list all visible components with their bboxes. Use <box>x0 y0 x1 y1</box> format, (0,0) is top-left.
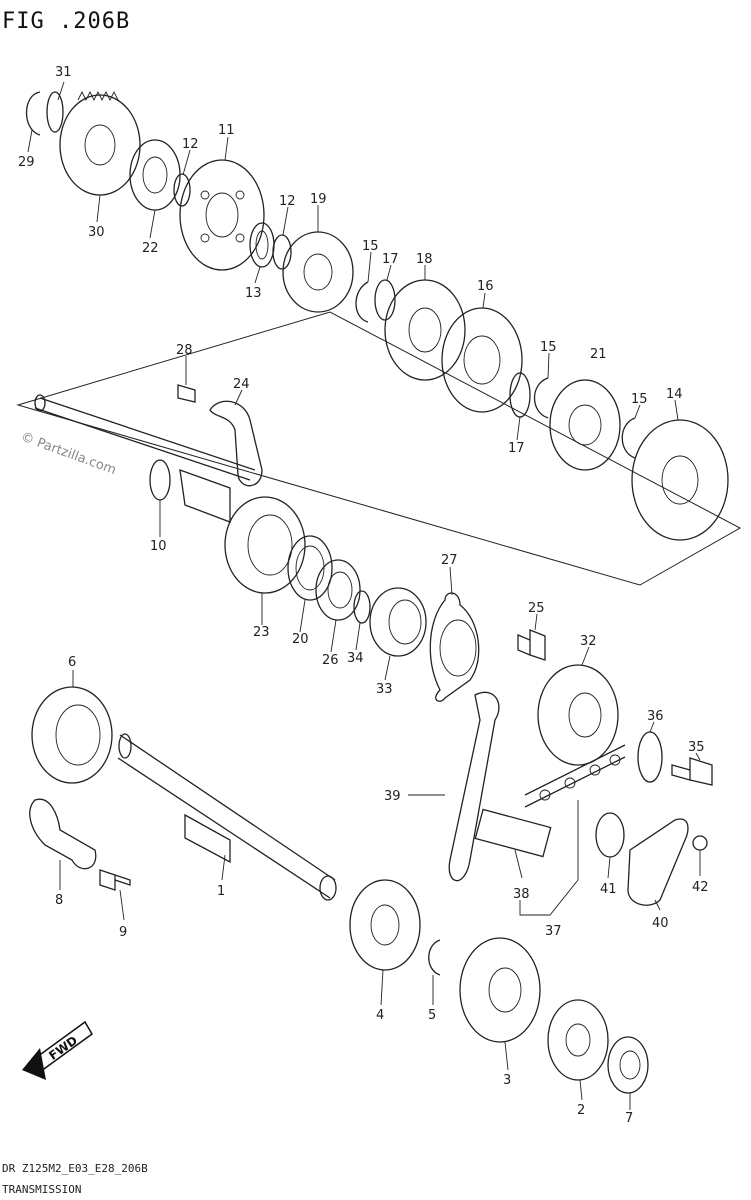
fwd-arrow-icon: FWD <box>22 1020 93 1080</box>
label-30[interactable]: 30 <box>88 225 105 240</box>
countershaft-group-frame <box>16 311 742 586</box>
label-31[interactable]: 31 <box>55 65 72 80</box>
label-34[interactable]: 34 <box>347 651 364 666</box>
part-15-circlip-b[interactable] <box>534 377 549 419</box>
label-6[interactable]: 6 <box>68 655 76 670</box>
part-29-circlip[interactable] <box>26 91 41 136</box>
part-6-bearing[interactable] <box>31 686 113 784</box>
label-18[interactable]: 18 <box>416 252 433 267</box>
part-22-bearing[interactable] <box>129 139 181 211</box>
footer-code: DR Z125M2_E03_E28_206B <box>2 1162 148 1175</box>
label-42[interactable]: 42 <box>692 880 709 895</box>
label-36[interactable]: 36 <box>647 709 664 724</box>
label-9[interactable]: 9 <box>119 925 127 940</box>
label-13[interactable]: 13 <box>245 286 262 301</box>
label-4[interactable]: 4 <box>376 1008 384 1023</box>
label-28[interactable]: 28 <box>176 343 193 358</box>
part-38-chain-joint[interactable] <box>474 808 552 858</box>
part-34-o-ring[interactable] <box>353 590 371 624</box>
part-33-spacer[interactable] <box>369 587 427 657</box>
part-15-circlip-c[interactable] <box>621 417 636 459</box>
part-36-washer[interactable] <box>637 731 663 783</box>
label-25[interactable]: 25 <box>528 601 545 616</box>
part-24-bearing-retainer[interactable] <box>209 400 263 487</box>
part-37-drive-chain[interactable] <box>524 744 626 808</box>
label-37[interactable]: 37 <box>545 924 562 939</box>
label-3[interactable]: 3 <box>503 1073 511 1088</box>
part-17-washer-a[interactable] <box>374 279 396 321</box>
part-16-gear[interactable] <box>441 307 523 413</box>
part-21-gear[interactable] <box>549 379 621 471</box>
part-18-gear[interactable] <box>384 279 466 381</box>
part-40-cover[interactable] <box>627 818 689 906</box>
part-14-gear[interactable] <box>631 419 729 541</box>
label-15a[interactable]: 15 <box>362 239 379 254</box>
label-15b[interactable]: 15 <box>540 340 557 355</box>
label-39[interactable]: 39 <box>384 789 401 804</box>
label-2[interactable]: 2 <box>577 1103 585 1118</box>
label-5[interactable]: 5 <box>428 1008 436 1023</box>
part-17-washer-b[interactable] <box>509 372 531 418</box>
label-1[interactable]: 1 <box>217 884 225 899</box>
label-16[interactable]: 16 <box>477 279 494 294</box>
part-11-gear[interactable] <box>179 159 265 271</box>
label-29[interactable]: 29 <box>18 155 35 170</box>
part-4-gear[interactable] <box>349 879 421 971</box>
part-5-circlip[interactable] <box>428 939 441 976</box>
part-26-seal[interactable] <box>315 559 361 621</box>
label-38[interactable]: 38 <box>513 887 530 902</box>
part-30-gear[interactable] <box>59 90 141 196</box>
label-24[interactable]: 24 <box>233 377 250 392</box>
label-17b[interactable]: 17 <box>508 441 525 456</box>
label-19[interactable]: 19 <box>310 192 327 207</box>
part-19-gear[interactable] <box>282 231 354 313</box>
label-21[interactable]: 21 <box>590 347 607 362</box>
label-23[interactable]: 23 <box>253 625 270 640</box>
part-39-chain-guide[interactable] <box>448 691 500 882</box>
label-11[interactable]: 11 <box>218 123 235 138</box>
leader-lines <box>27 81 701 1110</box>
part-27-plate[interactable] <box>429 592 480 702</box>
label-26[interactable]: 26 <box>322 653 339 668</box>
label-7[interactable]: 7 <box>625 1111 633 1126</box>
part-32-sprocket[interactable] <box>537 664 619 766</box>
label-15c[interactable]: 15 <box>631 392 648 407</box>
label-33[interactable]: 33 <box>376 682 393 697</box>
label-22[interactable]: 22 <box>142 241 159 256</box>
part-23-bearing[interactable] <box>224 496 306 594</box>
figure-title: FIG .206B <box>2 9 130 34</box>
part-28-screw[interactable] <box>177 384 196 403</box>
label-32[interactable]: 32 <box>580 634 597 649</box>
part-labels: 31 29 30 22 12 11 13 12 19 15 17 18 16 1… <box>18 65 709 1126</box>
part-7-bearing[interactable] <box>607 1036 649 1094</box>
part-8-bearing-retainer[interactable] <box>29 798 97 870</box>
part-15-circlip-a[interactable] <box>355 281 369 323</box>
label-17a[interactable]: 17 <box>382 252 399 267</box>
label-12b[interactable]: 12 <box>279 194 296 209</box>
part-3-gear[interactable] <box>459 937 541 1043</box>
label-35[interactable]: 35 <box>688 740 705 755</box>
label-12a[interactable]: 12 <box>182 137 199 152</box>
part-42-screw[interactable] <box>692 835 708 851</box>
label-14[interactable]: 14 <box>666 387 683 402</box>
watermark: © Partzilla.com <box>19 430 118 478</box>
label-20[interactable]: 20 <box>292 632 309 647</box>
part-2-gear[interactable] <box>547 999 609 1081</box>
footer-name: TRANSMISSION <box>2 1183 81 1196</box>
label-10[interactable]: 10 <box>150 539 167 554</box>
label-41[interactable]: 41 <box>600 882 617 897</box>
part-9-screw[interactable] <box>99 869 131 891</box>
part-25-bolt[interactable] <box>517 629 546 661</box>
label-40[interactable]: 40 <box>652 916 669 931</box>
part-20-seal[interactable] <box>287 535 333 601</box>
part-12-washer-b[interactable] <box>272 234 292 270</box>
part-1-main-shaft[interactable] <box>117 733 337 901</box>
part-31-washer[interactable] <box>46 91 64 133</box>
part-41-o-ring[interactable] <box>595 812 625 858</box>
part-12-washer-a[interactable] <box>173 173 191 207</box>
label-27[interactable]: 27 <box>441 553 458 568</box>
part-35-bolt[interactable] <box>671 757 713 786</box>
label-8[interactable]: 8 <box>55 893 63 908</box>
